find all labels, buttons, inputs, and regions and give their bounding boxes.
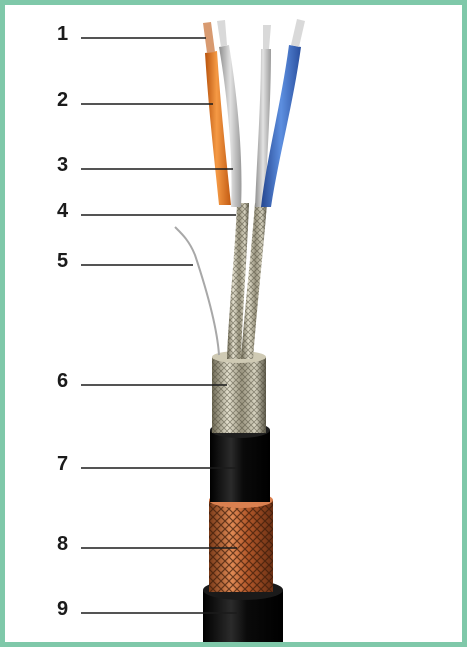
drain-wire [175,227,219,355]
inner-sheath [210,422,270,502]
callout-7: 7 [57,452,91,476]
callout-1: 1 [57,22,91,46]
callout-4: 4 [57,199,91,223]
overall-screen [212,351,266,433]
callout-5: 5 [57,249,91,273]
callout-2: 2 [57,88,91,112]
callout-6: 6 [57,369,91,393]
callout-9: 9 [57,597,91,621]
callout-8: 8 [57,532,91,556]
copper-braid-screen [209,492,273,592]
callout-3: 3 [57,153,91,177]
insulated-cores [205,45,301,207]
screened-pairs [227,203,267,359]
